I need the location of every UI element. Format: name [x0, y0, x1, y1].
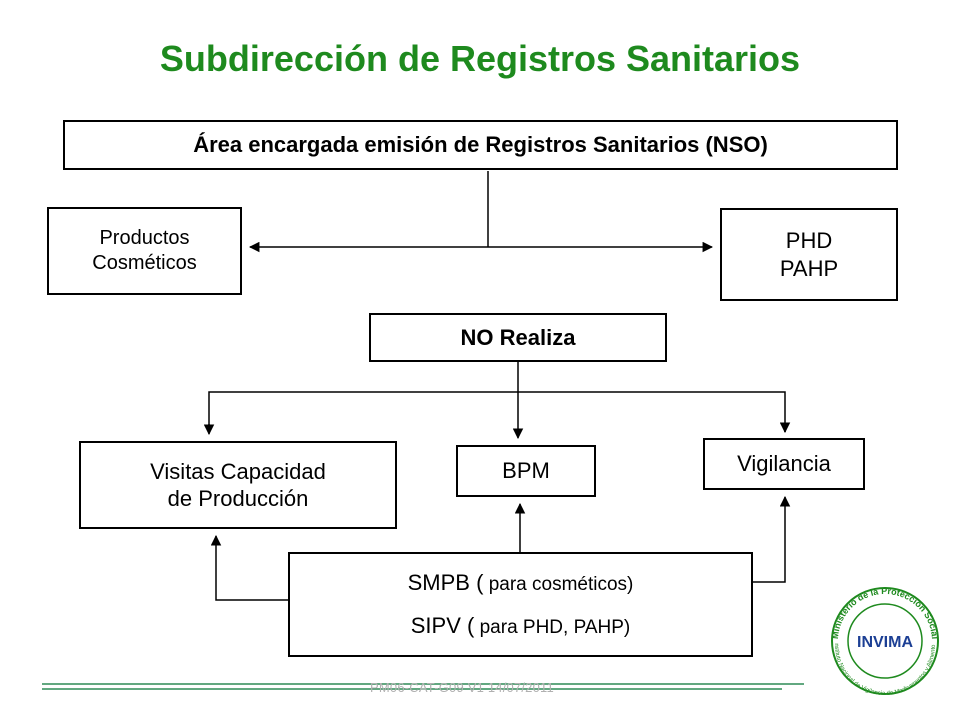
- box-cosmeticos-line1: Productos: [99, 227, 190, 249]
- box-productos-cosmeticos: Productos Cosméticos: [47, 207, 242, 295]
- box-phd-pahp: PHD PAHP: [720, 208, 898, 301]
- box-no-realiza-label: NO Realiza: [460, 324, 576, 350]
- sipv-small-text: para PHD, PAHP): [474, 617, 631, 639]
- smpb-main-text: SMPB (: [407, 570, 484, 596]
- box-no-realiza: NO Realiza: [369, 313, 667, 362]
- logo-brand: INVIMA: [857, 634, 913, 651]
- box-visitas-line1: Visitas Capacidad: [150, 458, 326, 484]
- box-phd-line2: PAHP: [779, 255, 839, 281]
- footer-code: PM06-CAT-G09 V1 14/07/2011: [370, 680, 554, 695]
- box-cosmeticos-line2: Cosméticos: [92, 252, 197, 274]
- connector-noreal-branch: [208, 391, 786, 432]
- sipv-main-text: SIPV (: [410, 613, 475, 639]
- smpb-small-text: para cosméticos): [483, 574, 634, 596]
- box-smpb-line1: SMPB ( para cosméticos): [408, 569, 634, 597]
- box-vigilancia-label: Vigilancia: [737, 451, 831, 477]
- box-bpm: BPM: [456, 445, 596, 497]
- box-phd-line1: PHD: [785, 228, 833, 253]
- box-visitas-line2: de Producción: [167, 486, 309, 511]
- connector-smpb-visitas: [210, 534, 288, 601]
- footer-divider: [42, 683, 804, 690]
- box-bpm-label: BPM: [502, 458, 550, 484]
- box-visitas-capacidad: Visitas Capacidad de Producción: [79, 441, 397, 529]
- page-title: Subdirección de Registros Sanitarios: [159, 38, 801, 79]
- box-area-label: Área encargada emisión de Registros Sani…: [193, 132, 768, 158]
- box-area-registros: Área encargada emisión de Registros Sani…: [63, 120, 898, 170]
- box-vigilancia: Vigilancia: [703, 438, 865, 490]
- connector-smpb-vigilancia: [753, 495, 791, 583]
- box-smpb-sipv: SMPB ( para cosméticos) SIPV ( para PHD,…: [288, 552, 753, 657]
- invima-logo: Ministerio de la Protección Social Insti…: [818, 585, 940, 697]
- box-smpb-line2: SIPV ( para PHD, PAHP): [411, 612, 631, 640]
